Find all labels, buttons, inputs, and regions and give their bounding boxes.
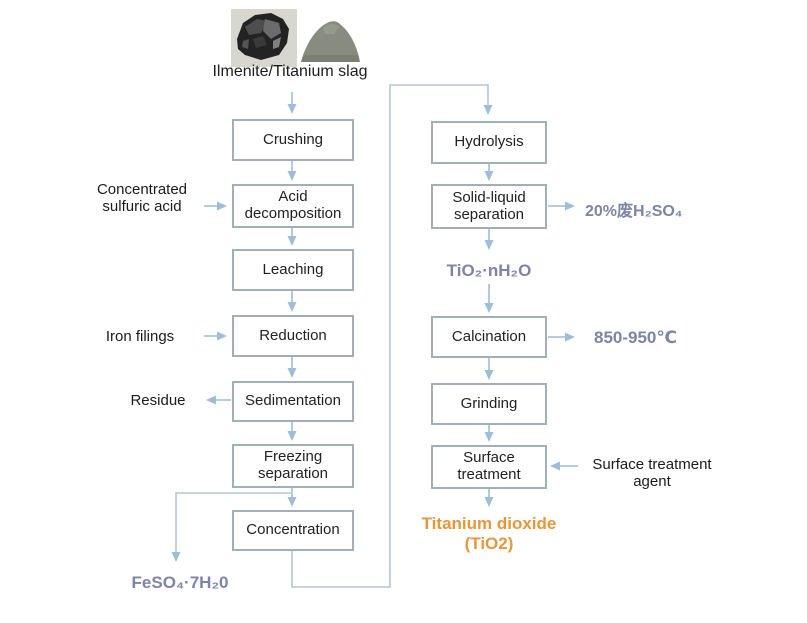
- step-acid-decomposition: Acid decomposition: [232, 184, 354, 228]
- step-grinding: Grinding: [431, 383, 547, 425]
- step-crushing: Crushing: [232, 119, 354, 161]
- titanium-slag-powder-photo: [301, 21, 360, 62]
- label-metatitanic-acid: TiO₂·nH₂O: [446, 261, 532, 280]
- step-reduction: Reduction: [232, 315, 354, 357]
- label-surface-treatment-agent: Surface treatment agent: [592, 456, 712, 490]
- product-name: Titanium dioxide: [421, 514, 557, 533]
- ilmenite-rock-photo: [231, 9, 297, 67]
- product-formula: (TiO2): [464, 534, 514, 553]
- label-residue: Residue: [130, 392, 186, 409]
- step-leaching: Leaching: [232, 249, 354, 291]
- step-hydrolysis: Hydrolysis: [431, 121, 547, 164]
- slag-powder-pile-shape: [301, 21, 360, 62]
- step-solid-liquid-separation: Solid-liquid separation: [431, 184, 547, 229]
- feedstock-label: Ilmenite/Titanium slag: [212, 63, 368, 80]
- product-label: Titanium dioxide (TiO2): [409, 514, 569, 554]
- step-concentration: Concentration: [232, 510, 354, 551]
- step-sedimentation: Sedimentation: [232, 381, 354, 422]
- step-surface-treatment: Surface treatment: [431, 445, 547, 489]
- label-waste-acid: 20%废H₂SO₄: [585, 203, 683, 220]
- step-calcination: Calcination: [431, 316, 547, 358]
- label-ferrous-sulfate: FeSO₄·7H₂0: [131, 573, 229, 592]
- label-calcination-temperature: 850-950℃: [594, 328, 677, 347]
- label-concentrated-sulfuric-acid: Concentrated sulfuric acid: [96, 181, 188, 215]
- label-iron-filings: Iron filings: [105, 328, 175, 345]
- step-freezing-separation: Freezing separation: [232, 444, 354, 488]
